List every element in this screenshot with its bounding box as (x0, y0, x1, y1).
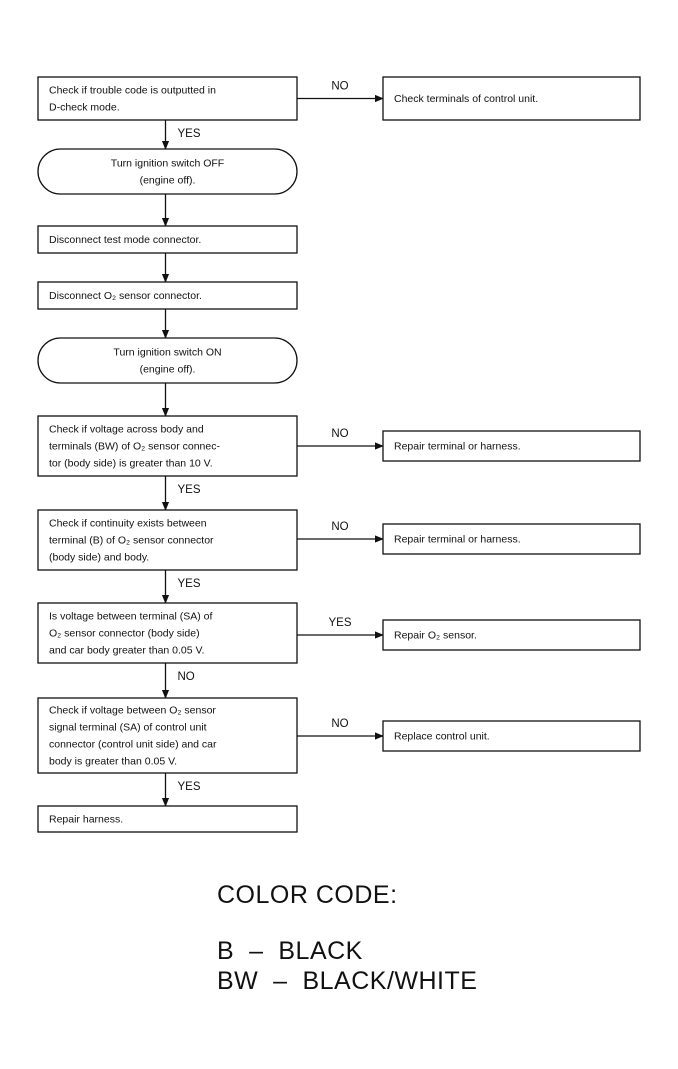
node-text-line: Disconnect O₂ sensor connector. (49, 290, 202, 302)
rounded-box (37, 148, 298, 195)
process-box (37, 805, 298, 833)
process-box (382, 619, 641, 651)
flow-edge-n6-n6r: NO (297, 428, 384, 450)
node-text-line: O₂ sensor connector (body side) (49, 628, 200, 640)
flow-edge-n8-n8r: YES (297, 617, 384, 639)
process-box (37, 415, 298, 477)
node-text-line: Check if voltage between O₂ sensor (49, 705, 216, 717)
flow-node-n1: Check if trouble code is outputted in D-c… (37, 76, 298, 121)
flow-edge-n7-n7r: NO (297, 521, 384, 543)
rounded-box (37, 337, 298, 384)
node-text-line: signal terminal (SA) of control unit (49, 722, 207, 734)
process-box (37, 281, 298, 310)
node-text-line: tor (body side) is greater than 10 V. (49, 458, 213, 470)
node-text-line: Check if voltage across body and (49, 424, 204, 436)
node-text-line: connector (control unit side) and car (49, 739, 217, 751)
legend-title: COLOR CODE: (217, 881, 398, 909)
flow-edge-n1-n2: YES (161, 120, 201, 150)
edge-label: YES (328, 617, 351, 629)
flow-node-n7r: Repair terminal or harness. (382, 523, 641, 555)
edge-label: NO (331, 718, 348, 730)
edge-label: YES (178, 128, 201, 140)
flow-edge-n8-n9: NO (161, 663, 195, 699)
flow-edge-n7-n8: YES (161, 570, 201, 604)
node-text-line: (body side) and body. (49, 552, 149, 564)
edge-label: NO (331, 81, 348, 93)
node-text-line: Check if continuity exists between (49, 518, 207, 530)
node-text-line: Turn ignition switch ON (113, 347, 221, 359)
process-box (382, 76, 641, 121)
flow-edge-n1-n1r: NO (297, 81, 384, 103)
flow-node-n9: Check if voltage between O₂ sensor signal… (37, 697, 298, 774)
edge-label: YES (178, 484, 201, 496)
flow-node-n1r: Check terminals of control unit. (382, 76, 641, 121)
flow-node-n5: Turn ignition switch ON (engine off). (37, 337, 298, 384)
node-text-line: (engine off). (140, 175, 196, 187)
node-text-line: Repair O₂ sensor. (394, 630, 477, 642)
flow-node-n6: Check if voltage across body and terminal… (37, 415, 298, 477)
process-box (382, 523, 641, 555)
process-box (382, 430, 641, 462)
node-text-line: Repair terminal or harness. (394, 441, 521, 453)
edge-label: YES (178, 578, 201, 590)
flow-node-n10: Repair harness. (37, 805, 298, 833)
process-box (37, 76, 298, 121)
process-box (37, 697, 298, 774)
legend-item-b: B – BLACK (217, 937, 363, 965)
flow-node-n8: Is voltage between terminal (SA) of O₂ se… (37, 602, 298, 664)
node-text-line: Check if trouble code is outputted in (49, 85, 216, 97)
flow-node-n6r: Repair terminal or harness. (382, 430, 641, 462)
legend-item-bw: BW – BLACK/WHITE (217, 967, 478, 995)
process-box (382, 720, 641, 752)
process-box (37, 225, 298, 254)
flow-edge-n6-n7: YES (161, 476, 201, 511)
edge-label: NO (331, 521, 348, 533)
node-text-line: Check terminals of control unit. (394, 93, 538, 105)
node-text-line: Turn ignition switch OFF (111, 158, 224, 170)
flow-node-n7: Check if continuity exists between termin… (37, 509, 298, 571)
node-text-line: Is voltage between terminal (SA) of (49, 611, 212, 623)
node-text-line: Replace control unit. (394, 731, 490, 743)
node-text-line: terminals (BW) of O₂ sensor connec- (49, 441, 220, 453)
node-text-line: Repair harness. (49, 814, 123, 826)
edge-label: NO (331, 428, 348, 440)
flow-edge-n9-n10: YES (161, 773, 201, 807)
edge-label: NO (178, 671, 195, 683)
node-text-line: body is greater than 0.05 V. (49, 756, 177, 768)
flow-node-n9r: Replace control unit. (382, 720, 641, 752)
flow-edge-n9-n9r: NO (297, 718, 384, 740)
process-box (37, 602, 298, 664)
node-text-line: Disconnect test mode connector. (49, 234, 201, 246)
flow-node-n4: Disconnect O₂ sensor connector. (37, 281, 298, 310)
flow-node-n2: Turn ignition switch OFF (engine off). (37, 148, 298, 195)
node-text-line: D-check mode. (49, 102, 120, 114)
flowchart-diagram: NO YES NO YES NO YES YES NO NO YES Check if troub… (37, 76, 641, 833)
node-text-line: Repair terminal or harness. (394, 534, 521, 546)
node-text-line: and car body greater than 0.05 V. (49, 645, 204, 657)
node-text-line: (engine off). (140, 364, 196, 376)
flow-node-n8r: Repair O₂ sensor. (382, 619, 641, 651)
edge-label: YES (178, 781, 201, 793)
node-text-line: terminal (B) of O₂ sensor connector (49, 535, 214, 547)
flow-node-n3: Disconnect test mode connector. (37, 225, 298, 254)
process-box (37, 509, 298, 571)
